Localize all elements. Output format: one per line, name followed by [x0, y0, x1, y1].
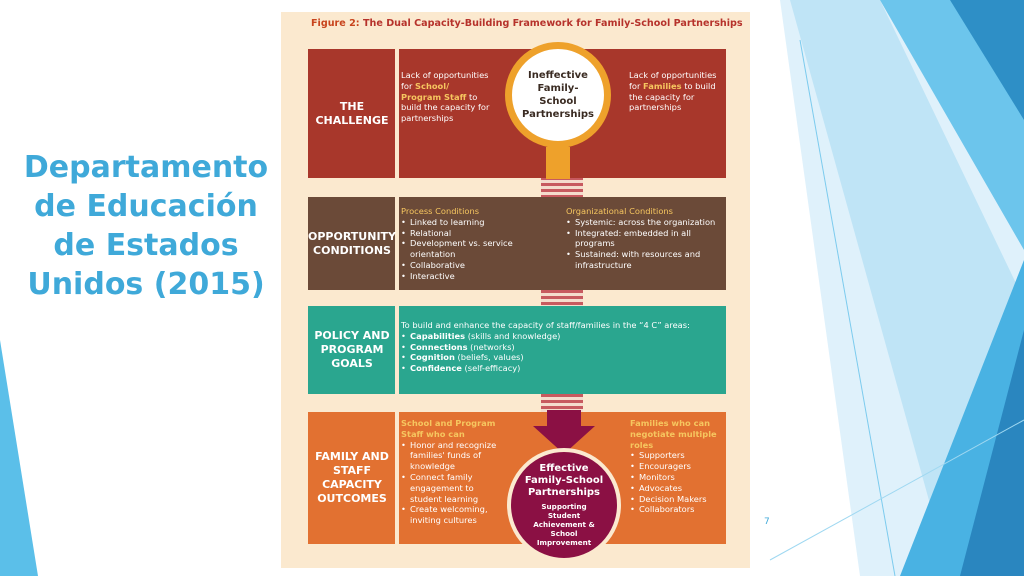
connector-2 — [541, 290, 583, 306]
outcomes-label: FAMILY AND STAFF CAPACITY OUTCOMES — [309, 412, 399, 544]
family-role-item: Collaborators — [630, 504, 722, 515]
organizational-conditions: Organizational Conditions Systemic: acro… — [566, 206, 718, 271]
effective-partnerships-subtitle: Supporting Student Achievement & School … — [533, 502, 595, 547]
figure-label: Figure 2: — [311, 18, 360, 29]
policy-goals: To build and enhance the capacity of sta… — [401, 320, 721, 374]
ineffective-circle-stem — [546, 147, 570, 179]
family-role-item: Decision Makers — [630, 494, 722, 505]
staff-outcome-item: Connect family engagement to student lea… — [401, 472, 501, 504]
effective-partnerships-circle: Effective Family-School Partnerships Sup… — [507, 448, 621, 562]
staff-outcomes: School and Program Staff who can Honor a… — [401, 418, 501, 526]
policy-goal-item: Connections (networks) — [401, 342, 721, 353]
staff-outcome-item: Create welcoming, inviting cultures — [401, 504, 501, 526]
slide-title: Departamento de Educación de Estados Uni… — [23, 150, 269, 302]
family-role-item: Encouragers — [630, 461, 722, 472]
policy-intro: To build and enhance the capacity of sta… — [401, 320, 690, 330]
challenge-label: THE CHALLENGE — [309, 49, 399, 178]
family-outcomes-title: Families who can negotiate multiple role… — [630, 418, 717, 450]
process-item: Interactive — [401, 271, 559, 282]
connector-1 — [541, 177, 583, 199]
effective-partnerships-title: Effective Family-School Partnerships — [524, 463, 604, 498]
policy-goal-item: Cognition (beliefs, values) — [401, 352, 721, 363]
ineffective-partnerships-text: Ineffective Family-School Partnerships — [522, 70, 594, 120]
process-conditions-title: Process Conditions — [401, 206, 480, 216]
ineffective-partnerships-circle: Ineffective Family-School Partnerships — [505, 42, 611, 148]
policy-goal-item: Capabilities (skills and knowledge) — [401, 331, 721, 342]
org-item: Systemic: across the organization — [566, 217, 718, 228]
org-item: Sustained: with resources and infrastruc… — [566, 249, 718, 271]
organizational-conditions-title: Organizational Conditions — [566, 206, 673, 216]
page-number: 7 — [764, 517, 770, 527]
process-item: Relational — [401, 228, 559, 239]
process-conditions: Process Conditions Linked to learning Re… — [401, 206, 559, 282]
opportunity-label: OPPORTUNITY CONDITIONS — [308, 197, 399, 290]
process-item: Development vs. service orientation — [401, 238, 559, 260]
figure-title: Figure 2: The Dual Capacity-Building Fra… — [311, 18, 743, 29]
family-outcomes: Families who can negotiate multiple role… — [630, 418, 722, 515]
org-item: Integrated: embedded in all programs — [566, 228, 718, 250]
family-role-item: Monitors — [630, 472, 722, 483]
framework-figure: Figure 2: The Dual Capacity-Building Fra… — [281, 12, 750, 568]
process-item: Linked to learning — [401, 217, 559, 228]
down-arrow — [533, 410, 595, 454]
staff-outcome-item: Honor and recognize families' funds of k… — [401, 440, 501, 472]
figure-title-text: The Dual Capacity-Building Framework for… — [362, 18, 743, 29]
challenge-left-text: Lack of opportunities for School/ Progra… — [401, 70, 490, 124]
connector-3 — [541, 394, 583, 412]
family-role-item: Supporters — [630, 450, 722, 461]
staff-outcomes-title: School and Program Staff who can — [401, 418, 496, 439]
policy-goal-item: Confidence (self-efficacy) — [401, 363, 721, 374]
process-item: Collaborative — [401, 260, 559, 271]
family-role-item: Advocates — [630, 483, 722, 494]
challenge-right-text: Lack of opportunities for Families to bu… — [629, 70, 717, 113]
policy-label: POLICY AND PROGRAM GOALS — [309, 306, 399, 394]
